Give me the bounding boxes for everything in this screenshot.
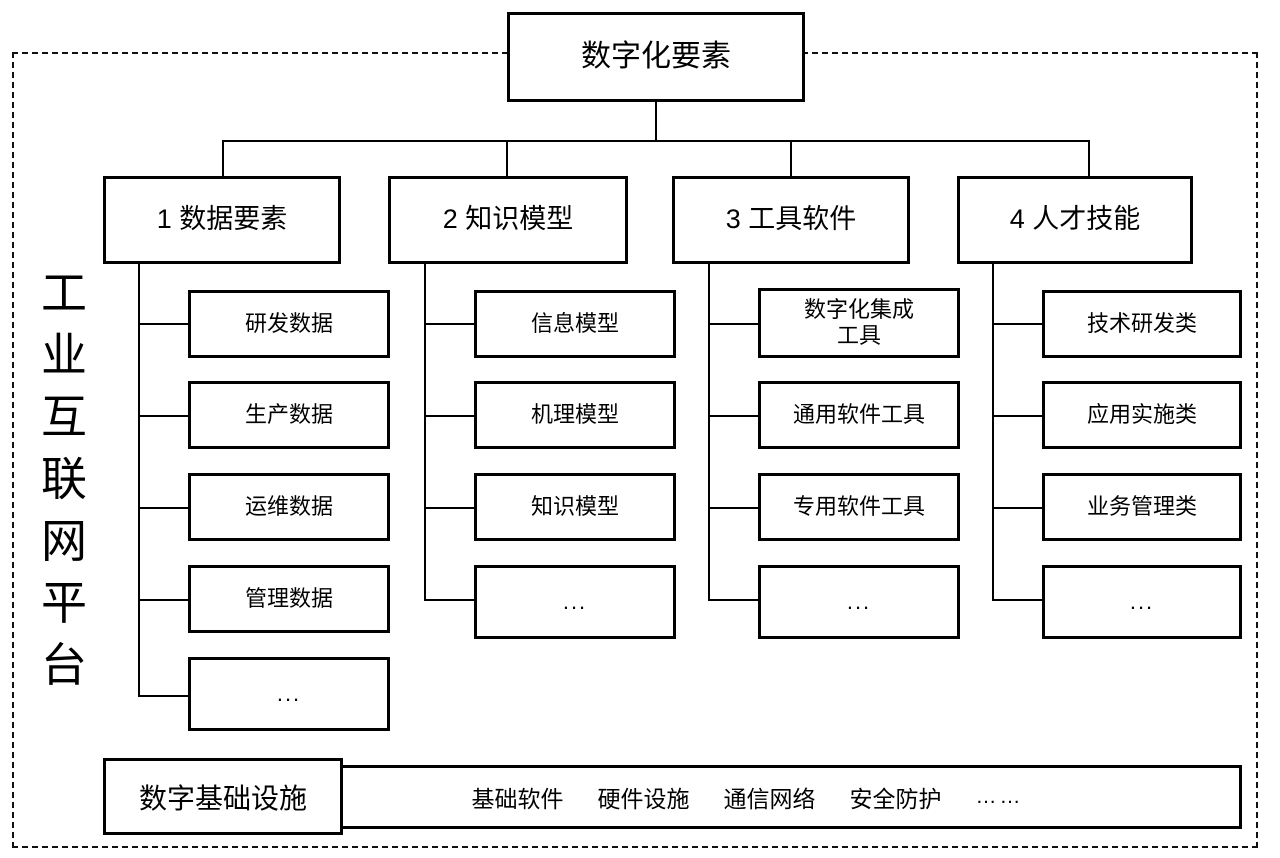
stub-talent-skills-4 bbox=[992, 599, 1044, 601]
leaf-node-knowledge-models-3[interactable]: 知识模型 bbox=[474, 473, 676, 541]
leaf-node-talent-skills-2[interactable]: 应用实施类 bbox=[1042, 381, 1242, 449]
infrastructure-item[interactable]: 硬件设施 bbox=[597, 786, 690, 812]
platform-vertical-label: 工 业 互 联 网 平 台 bbox=[28, 262, 100, 696]
leaf-node-label: 专用软件工具 bbox=[792, 494, 925, 520]
stub-tool-software-2 bbox=[708, 415, 760, 417]
leaf-node-label: 业务管理类 bbox=[1086, 494, 1197, 520]
platform-label-char: 联 bbox=[41, 453, 87, 505]
stub-tool-software-4 bbox=[708, 599, 760, 601]
leaf-node-tool-software-2[interactable]: 通用软件工具 bbox=[758, 381, 960, 449]
platform-label-char: 业 bbox=[41, 329, 87, 381]
stub-knowledge-models-2 bbox=[424, 415, 476, 417]
infrastructure-item[interactable]: 基础软件 bbox=[471, 786, 564, 812]
platform-label-char: 网 bbox=[41, 515, 87, 567]
leaf-node-label: 知识模型 bbox=[530, 494, 619, 520]
infrastructure-label-box[interactable]: 数字基础设施 bbox=[103, 758, 343, 835]
branch-node-label: 3 工具软件 bbox=[725, 204, 857, 235]
leaf-node-label: 管理数据 bbox=[244, 586, 333, 612]
infrastructure-item-list: 基础软件 硬件设施 通信网络 安全防护 …… bbox=[322, 780, 1024, 814]
spine-data-elements bbox=[138, 264, 140, 696]
root-node[interactable]: 数字化要素 bbox=[507, 12, 805, 102]
branch-node-label: 1 数据要素 bbox=[156, 204, 288, 235]
platform-label-char: 工 bbox=[41, 267, 87, 319]
leaf-node-talent-skills-4[interactable]: ... bbox=[1042, 565, 1242, 639]
branch-node-knowledge-models[interactable]: 2 知识模型 bbox=[388, 176, 628, 264]
spine-knowledge-models bbox=[424, 264, 426, 599]
platform-label-char: 平 bbox=[41, 577, 87, 629]
spine-talent-skills bbox=[992, 264, 994, 599]
stub-talent-skills-3 bbox=[992, 507, 1044, 509]
leaf-node-label: 研发数据 bbox=[244, 311, 333, 337]
branch-node-tool-software[interactable]: 3 工具软件 bbox=[672, 176, 910, 264]
leaf-node-talent-skills-1[interactable]: 技术研发类 bbox=[1042, 290, 1242, 358]
leaf-node-label: ... bbox=[846, 589, 872, 615]
platform-label-char: 台 bbox=[41, 639, 87, 691]
leaf-node-data-elements-2[interactable]: 生产数据 bbox=[188, 381, 390, 449]
leaf-node-label: ... bbox=[1129, 589, 1155, 615]
leaf-node-label: 应用实施类 bbox=[1086, 402, 1197, 428]
stub-data-elements-1 bbox=[138, 323, 190, 325]
leaf-node-knowledge-models-4[interactable]: ... bbox=[474, 565, 676, 639]
leaf-node-label: 生产数据 bbox=[244, 402, 333, 428]
leaf-node-talent-skills-3[interactable]: 业务管理类 bbox=[1042, 473, 1242, 541]
stub-data-elements-5 bbox=[138, 695, 190, 697]
stub-talent-skills-1 bbox=[992, 323, 1044, 325]
stub-knowledge-models-1 bbox=[424, 323, 476, 325]
branch-node-talent-skills[interactable]: 4 人才技能 bbox=[957, 176, 1193, 264]
connector-bus-drop-4 bbox=[1088, 140, 1090, 176]
stub-knowledge-models-3 bbox=[424, 507, 476, 509]
leaf-node-label: 信息模型 bbox=[530, 311, 619, 337]
stub-knowledge-models-4 bbox=[424, 599, 476, 601]
infrastructure-item-ellipsis: …… bbox=[975, 785, 1024, 808]
stub-data-elements-2 bbox=[138, 415, 190, 417]
leaf-node-label: 技术研发类 bbox=[1086, 311, 1197, 337]
stub-talent-skills-2 bbox=[992, 415, 1044, 417]
leaf-node-label: ... bbox=[276, 681, 302, 707]
leaf-node-data-elements-1[interactable]: 研发数据 bbox=[188, 290, 390, 358]
leaf-node-data-elements-3[interactable]: 运维数据 bbox=[188, 473, 390, 541]
branch-node-label: 2 知识模型 bbox=[442, 204, 574, 235]
connector-bus-drop-3 bbox=[790, 140, 792, 176]
stub-data-elements-4 bbox=[138, 599, 190, 601]
spine-tool-software bbox=[708, 264, 710, 599]
connector-root-down bbox=[655, 101, 657, 141]
leaf-node-label: ... bbox=[562, 589, 588, 615]
leaf-node-data-elements-4[interactable]: 管理数据 bbox=[188, 565, 390, 633]
leaf-node-knowledge-models-1[interactable]: 信息模型 bbox=[474, 290, 676, 358]
leaf-node-knowledge-models-2[interactable]: 机理模型 bbox=[474, 381, 676, 449]
connector-bus-drop-2 bbox=[506, 140, 508, 176]
infrastructure-item[interactable]: 安全防护 bbox=[849, 786, 942, 812]
branch-node-label: 4 人才技能 bbox=[1009, 204, 1141, 235]
leaf-node-label: 通用软件工具 bbox=[792, 402, 925, 428]
leaf-node-data-elements-5[interactable]: ... bbox=[188, 657, 390, 731]
leaf-node-tool-software-1[interactable]: 数字化集成 工具 bbox=[758, 288, 960, 358]
leaf-node-tool-software-4[interactable]: ... bbox=[758, 565, 960, 639]
infrastructure-item[interactable]: 通信网络 bbox=[723, 786, 816, 812]
leaf-node-label: 运维数据 bbox=[244, 494, 333, 520]
branch-node-data-elements[interactable]: 1 数据要素 bbox=[103, 176, 341, 264]
leaf-node-label-line2: 工具 bbox=[836, 323, 881, 348]
root-node-label: 数字化要素 bbox=[581, 40, 731, 74]
platform-label-char: 互 bbox=[41, 391, 87, 443]
connector-bus-drop-1 bbox=[222, 140, 224, 176]
leaf-node-label: 数字化集成 bbox=[803, 297, 914, 323]
leaf-node-label: 机理模型 bbox=[530, 402, 619, 428]
connector-bus-horizontal bbox=[222, 140, 1089, 142]
infrastructure-label: 数字基础设施 bbox=[138, 782, 307, 814]
stub-tool-software-1 bbox=[708, 323, 760, 325]
stub-data-elements-3 bbox=[138, 507, 190, 509]
leaf-node-tool-software-3[interactable]: 专用软件工具 bbox=[758, 473, 960, 541]
stub-tool-software-3 bbox=[708, 507, 760, 509]
